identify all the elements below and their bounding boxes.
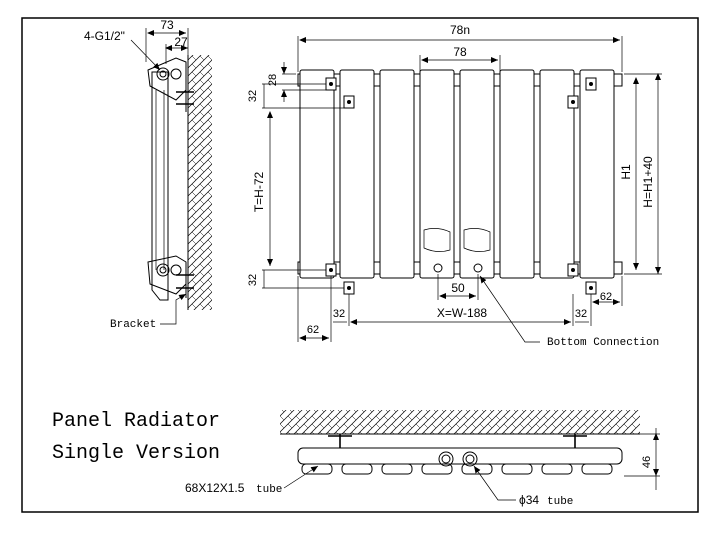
panel-column — [299, 69, 335, 279]
tube-section — [541, 463, 573, 475]
left-outer-dim: 62 — [307, 324, 319, 336]
tube-leader — [283, 465, 319, 489]
radiator-body-side — [151, 71, 169, 301]
connection-label: 4-G1/2" — [84, 29, 125, 43]
top-bracket-dim: 28 — [267, 74, 279, 86]
panel-column — [539, 69, 575, 279]
right-edge-dim: 32 — [575, 308, 587, 320]
tube-word: tube — [256, 484, 282, 496]
tube-sections — [301, 463, 613, 475]
side-view: 73 27 4-G1/2" Bracket — [84, 18, 212, 331]
panel-column — [419, 69, 455, 279]
bottom-connection-right — [473, 263, 483, 273]
panel-cutaway — [423, 228, 451, 252]
panel-cutaway — [463, 228, 491, 252]
center-dim: T=H-72 — [252, 172, 266, 213]
pitch-dim: 78 — [453, 45, 467, 59]
right-outer-dim: 62 — [600, 291, 612, 303]
top-view: 46 68X12X1.5 tube ϕ34 tube — [185, 410, 660, 508]
title-line2: Single Version — [52, 442, 220, 465]
wall-hatch — [188, 55, 212, 310]
panel-columns — [299, 69, 615, 279]
tube-section — [421, 463, 453, 475]
tube-section — [461, 463, 493, 475]
top-connection-circle — [156, 67, 170, 81]
h1-dim: H1 — [619, 164, 633, 180]
bottom-connection-circle — [156, 263, 170, 277]
title-line1: Panel Radiator — [52, 410, 220, 433]
tube-section — [381, 463, 413, 475]
tube-label: 68X12X1.5 — [185, 481, 245, 495]
panel-column — [579, 69, 615, 279]
top-depth-dim: 46 — [641, 456, 653, 468]
pipe-word: tube — [547, 496, 573, 508]
drawing-frame — [21, 17, 699, 513]
bottom-offset-dim: 32 — [247, 274, 259, 286]
top-offset-dim: 32 — [247, 90, 259, 102]
bottom-connection-leader — [479, 275, 540, 343]
h-dim: H=H1+40 — [641, 156, 655, 208]
panel-column — [459, 69, 495, 279]
pipe-right — [462, 451, 478, 467]
offset-dim: 27 — [174, 35, 188, 49]
bracket-leader — [160, 293, 187, 325]
width-dim: 78n — [450, 23, 470, 37]
tube-section — [581, 463, 613, 475]
bottom-connection-left — [433, 263, 443, 273]
mount-brackets — [325, 77, 597, 295]
panel-column — [499, 69, 535, 279]
tube-section — [341, 463, 373, 475]
bottom-connection-label: Bottom Connection — [547, 337, 659, 349]
panel-column — [379, 69, 415, 279]
x-dim: X=W-188 — [437, 306, 487, 320]
left-edge-dim: 32 — [333, 308, 345, 320]
tube-section — [301, 463, 333, 475]
front-view: 78n 78 28 32 T=H-72 32 H1 H=H1+40 50 — [247, 23, 662, 349]
connection-dim: 50 — [451, 281, 465, 295]
bracket-label: Bracket — [110, 319, 156, 331]
radiator-top-body — [297, 447, 623, 465]
wall-top-hatch — [280, 410, 640, 434]
tube-section — [501, 463, 533, 475]
depth-dim: 73 — [160, 18, 174, 32]
panel-column — [339, 69, 375, 279]
pipe-leader — [473, 465, 516, 501]
pipe-label: ϕ34 — [519, 493, 539, 507]
pipe-left — [438, 451, 454, 467]
connection-leader — [130, 39, 161, 71]
